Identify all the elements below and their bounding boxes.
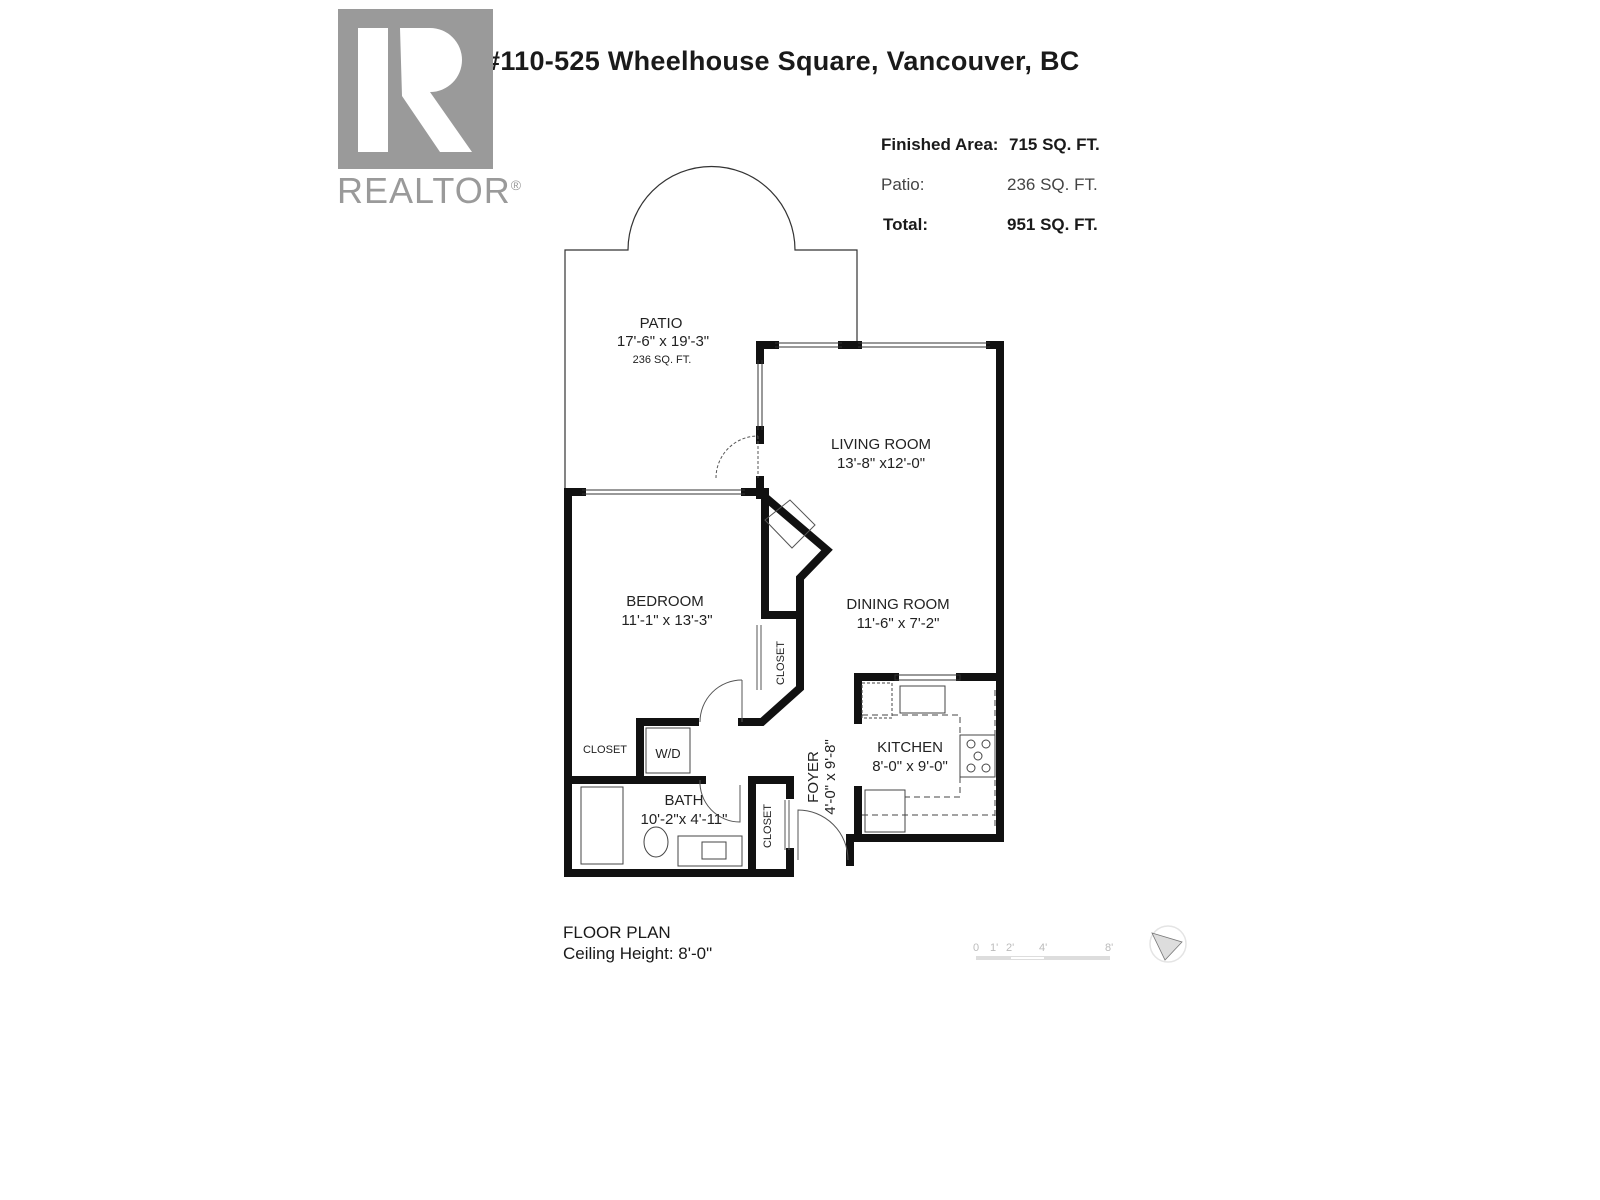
area-label: Total:: [883, 215, 929, 234]
room-bath-name: BATH: [665, 792, 704, 809]
room-patio-dims: 17'-6" x 19'-3": [617, 333, 709, 350]
room-kitchen-dims: 8'-0" x 9'-0": [872, 758, 948, 775]
floor-plan-label: FLOOR PLAN: [563, 923, 671, 942]
room-dining-dims: 11'-6" x 7'-2": [857, 615, 940, 632]
room-kitchen-name: KITCHEN: [877, 739, 943, 756]
area-value: 715 SQ. FT.: [1009, 135, 1100, 154]
floor-plan-caption: FLOOR PLAN Ceiling Height: 8'-0": [563, 922, 712, 964]
closet-hall-label: CLOSET: [775, 641, 787, 685]
room-living-name: LIVING ROOM: [831, 436, 931, 453]
fridge: [864, 789, 906, 833]
scale-tick: 4': [1039, 942, 1047, 954]
room-patio-name: PATIO: [640, 315, 683, 332]
scale-bar: 0 1' 2' 4' 8': [973, 942, 1113, 960]
washer-dryer: [645, 727, 691, 774]
fixtures: [580, 682, 996, 867]
closet-bedroom-label: CLOSET: [583, 744, 627, 756]
realtor-wordmark: REALTOR: [337, 170, 511, 211]
area-label: Patio:: [881, 175, 925, 194]
scale-tick: 1': [990, 942, 998, 954]
ceiling-height: Ceiling Height: 8'-0": [563, 944, 713, 963]
scale-tick: 8': [1105, 942, 1113, 954]
room-foyer-name: FOYER: [805, 751, 822, 803]
closet-foyer-label: CLOSET: [762, 804, 774, 848]
page-title: #110-525 Wheelhouse Square, Vancouver, B…: [485, 46, 1080, 76]
scale-tick: 2': [1006, 942, 1014, 954]
room-bath-dims: 10'-2"x 4'-11": [641, 811, 728, 828]
kitchen-sink: [899, 685, 946, 714]
room-bedroom-name: BEDROOM: [626, 593, 704, 610]
laundry-label: W/D: [655, 746, 680, 761]
realtor-logo-mark: [338, 9, 493, 169]
walls: [564, 341, 1004, 877]
area-value: 236 SQ. FT.: [1007, 175, 1098, 194]
room-living-dims: 13'-8" x12'-0": [837, 455, 925, 472]
patio-outline: [564, 165, 858, 490]
room-bedroom-dims: 11'-1" x 13'-3": [621, 612, 712, 629]
windows: [582, 342, 990, 681]
shower: [580, 786, 624, 865]
doors: [699, 435, 849, 861]
room-dining-name: DINING ROOM: [846, 596, 949, 613]
room-foyer-dims: 4'-0" x 9'-8": [822, 739, 839, 815]
room-patio-area: 236 SQ. FT.: [633, 354, 692, 366]
scale-tick: 0: [973, 942, 979, 954]
stove: [959, 734, 996, 778]
area-label: Finished Area:: [881, 135, 999, 154]
vanity: [677, 835, 743, 867]
toilet: [643, 826, 669, 858]
area-value: 951 SQ. FT.: [1007, 215, 1098, 234]
registered-mark: ®: [510, 177, 523, 193]
north-arrow-icon: [1149, 925, 1187, 963]
